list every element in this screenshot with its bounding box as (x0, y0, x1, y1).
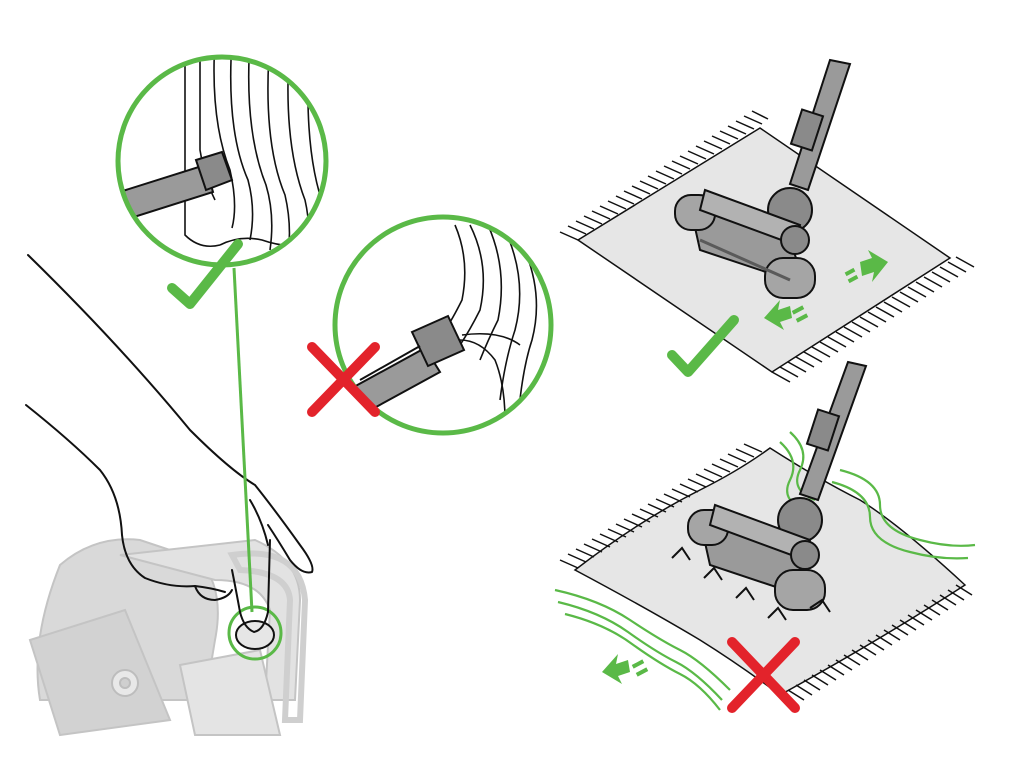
callout-line (232, 267, 254, 613)
curtain-zoom-correct (115, 54, 329, 268)
rug-flat-correct (559, 58, 975, 383)
cross-icon (307, 342, 380, 417)
arrow-icon (764, 300, 809, 330)
vacuum-wand (798, 360, 868, 502)
check-icon (167, 239, 243, 309)
cross-icon (727, 637, 800, 713)
crevice-tool (118, 163, 215, 224)
vacuum-head-icon (687, 497, 826, 611)
curtain-icon (444, 224, 538, 421)
arrow-icon (602, 654, 649, 684)
faded-vacuum-body (28, 538, 309, 737)
suction-chevrons (671, 546, 831, 621)
finger-press-icon (25, 254, 314, 633)
arrow-icon (844, 250, 888, 284)
check-icon (667, 315, 739, 377)
release-button (227, 605, 283, 661)
vacuum-wand (788, 58, 852, 192)
rug-rippled-incorrect (554, 360, 976, 713)
curtain-zoom-incorrect (332, 214, 554, 436)
vacuum-head-icon (674, 187, 816, 299)
